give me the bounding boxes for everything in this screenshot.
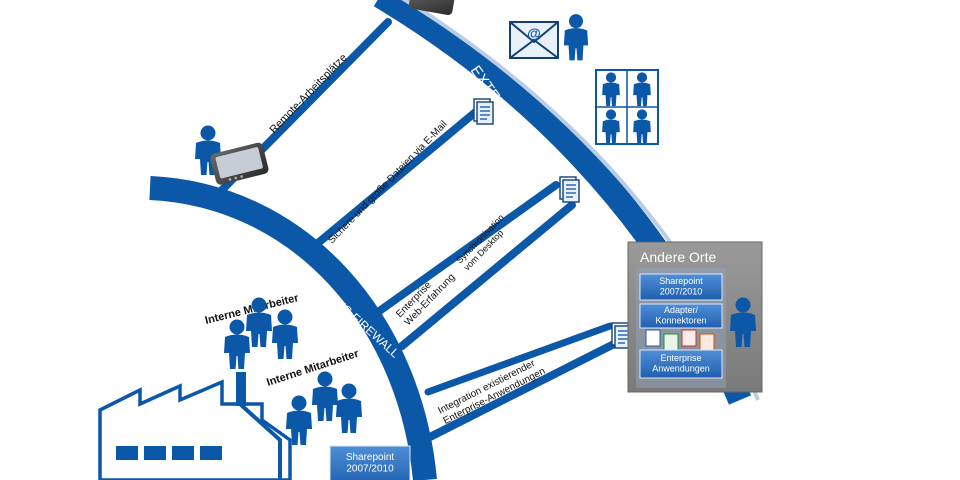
adapter-label: Adapter/Konnektoren xyxy=(655,305,706,325)
person-icon xyxy=(272,309,298,359)
email-files-label: Sichere und große Dateien via E-Mail xyxy=(326,119,449,246)
person-icon xyxy=(312,371,338,421)
document-icon xyxy=(473,98,494,125)
other-sites-title: Andere Orte xyxy=(640,249,716,265)
person-icon xyxy=(286,395,312,445)
at-sign-icon: @ xyxy=(527,25,541,41)
person-icon xyxy=(563,14,589,61)
factory-icon xyxy=(98,372,292,480)
remote-label: Remote-Arbeitsplätze xyxy=(268,52,350,136)
user-grid xyxy=(595,69,659,145)
adapter-box xyxy=(639,303,723,329)
integration-connection-line xyxy=(424,339,620,442)
enterprise-apps-box xyxy=(639,349,723,379)
sync-connection-line xyxy=(398,201,576,350)
document-icon xyxy=(559,176,580,203)
factory-sharepoint-box xyxy=(329,445,411,480)
integration-connection-line-upper xyxy=(424,322,614,396)
email-envelope-icon: @ xyxy=(509,21,559,59)
web-connection-line xyxy=(374,181,560,316)
email-connection-line xyxy=(308,106,482,252)
other-sharepoint-box xyxy=(639,273,723,301)
tablet-icon xyxy=(210,142,269,185)
person-icon xyxy=(224,319,250,369)
top-tablet-icon xyxy=(408,0,455,16)
office-app-icons xyxy=(645,329,715,351)
company-firewall-arc xyxy=(149,176,437,480)
person-icon xyxy=(336,383,362,433)
